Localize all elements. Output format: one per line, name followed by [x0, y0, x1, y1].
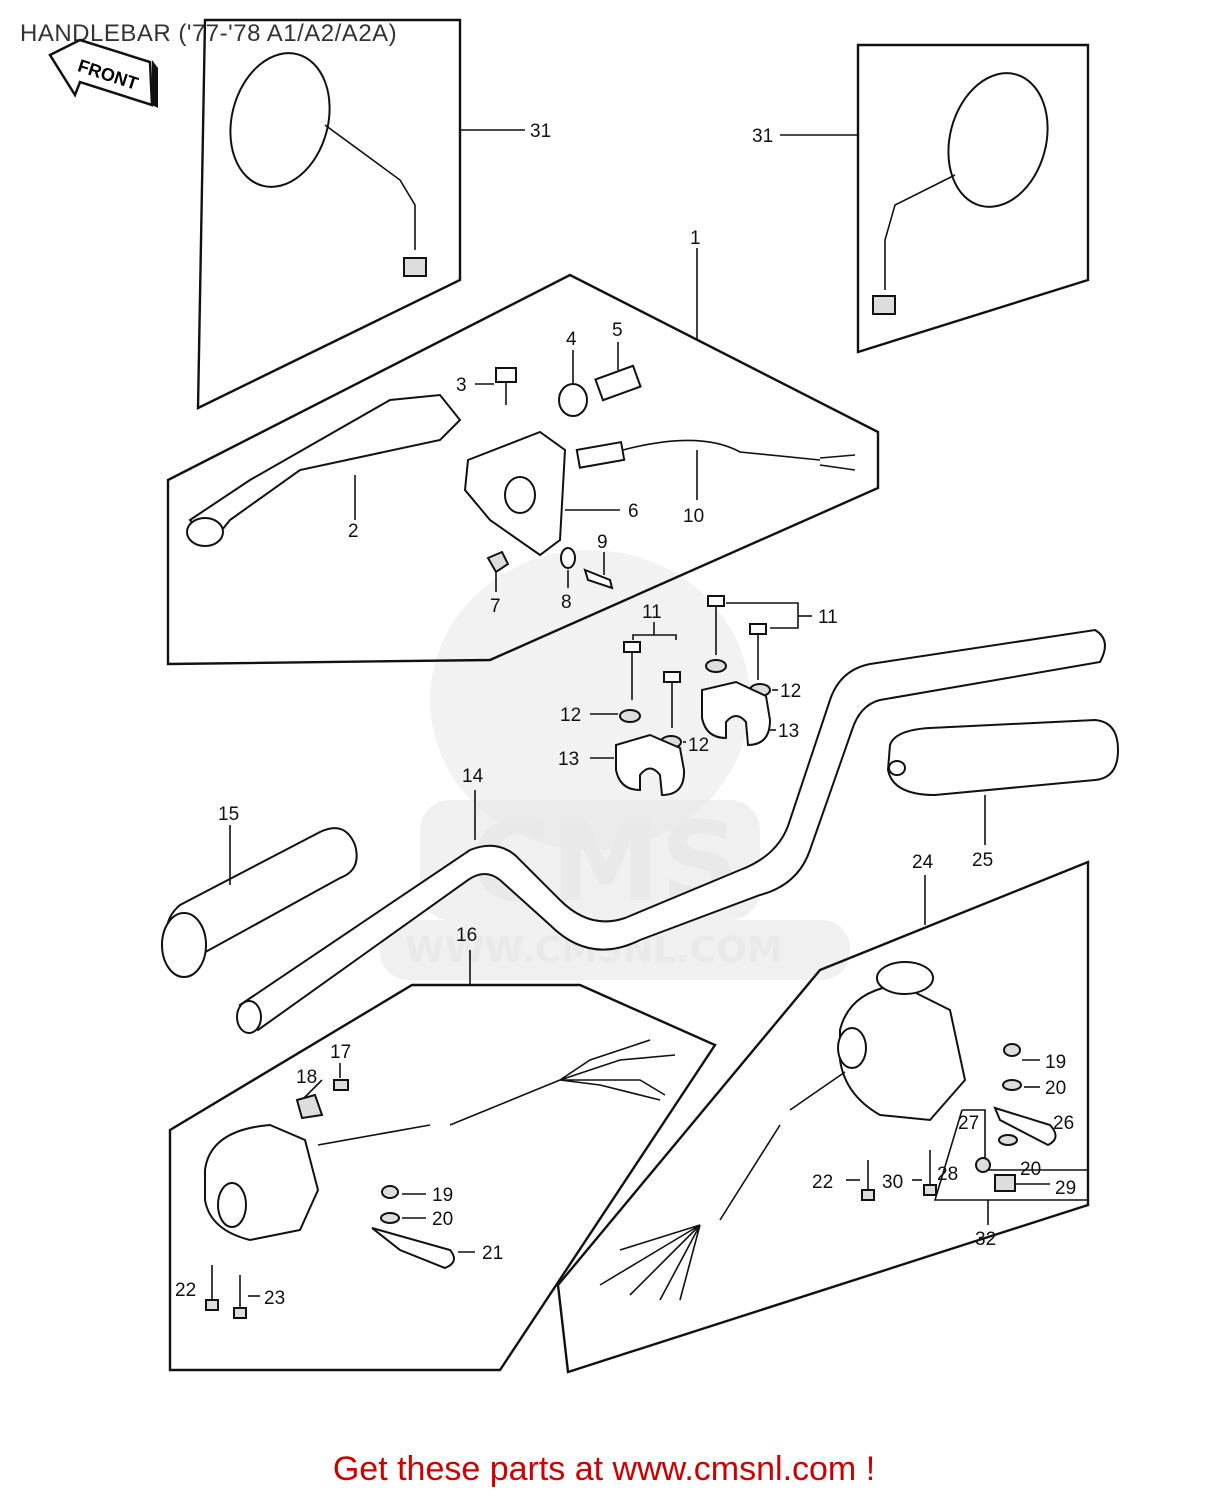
callout-25: 25	[972, 850, 993, 871]
callout-19b: 19	[1045, 1052, 1066, 1073]
callout-18: 18	[296, 1067, 317, 1088]
callout-30: 30	[882, 1172, 903, 1193]
clamp-bolt-3	[707, 595, 725, 607]
callout-14: 14	[462, 766, 484, 787]
screw-17	[333, 1079, 349, 1091]
callout-3: 3	[456, 375, 467, 396]
callout-7: 7	[490, 596, 501, 617]
callout-4: 4	[566, 329, 577, 350]
callout-12c: 12	[780, 681, 801, 702]
callout-23: 23	[264, 1288, 285, 1309]
part-29	[994, 1174, 1016, 1192]
callout-11b: 11	[818, 607, 838, 628]
callout-24: 24	[912, 852, 934, 873]
callout-19a: 19	[432, 1185, 453, 1206]
washer-20b	[1002, 1079, 1022, 1091]
callout-8: 8	[561, 592, 572, 613]
handlebar-holder-right	[701, 680, 772, 747]
clutch-lever	[188, 393, 462, 547]
clutch-switch	[575, 440, 626, 469]
right-switch-group: 24 19 20 26 20 27 28 29 30 22 32	[556, 852, 1090, 1374]
callout-31a: 31	[530, 121, 551, 142]
callout-13a: 13	[558, 749, 579, 770]
handlebar-holder-left	[615, 733, 686, 797]
callout-17: 17	[330, 1042, 351, 1063]
washer-12c	[705, 659, 727, 673]
mirror-right-glass	[947, 72, 1049, 208]
callout-29: 29	[1055, 1178, 1076, 1199]
callout-27: 27	[958, 1113, 979, 1134]
left-grip: 15	[161, 804, 358, 978]
callout-31b: 31	[752, 126, 773, 147]
callout-21: 21	[482, 1243, 503, 1264]
callout-2: 2	[348, 521, 359, 542]
callout-22a: 22	[175, 1280, 196, 1301]
lever-26	[993, 1106, 1057, 1147]
callout-13b: 13	[778, 721, 799, 742]
callout-1: 1	[690, 228, 701, 249]
mirror-left-glass	[229, 52, 331, 188]
callout-16: 16	[456, 925, 477, 946]
washer-8	[560, 547, 576, 569]
right-grip: 25	[886, 718, 1120, 871]
callout-28: 28	[937, 1164, 958, 1185]
callout-12b: 12	[688, 735, 709, 756]
callout-9: 9	[597, 532, 608, 553]
handlebar	[238, 628, 1106, 1032]
mirror-left-nut	[403, 257, 427, 277]
handlebar-group: 14	[236, 628, 1106, 1034]
mirror-right-group: 31	[752, 43, 1090, 354]
callout-20a: 20	[432, 1209, 453, 1230]
mirror-left-group: 31	[196, 18, 551, 410]
clamp-bolt-2	[663, 671, 681, 683]
callout-32: 32	[975, 1229, 996, 1250]
clamp-bolt-1	[623, 641, 641, 653]
choke-lever-21	[371, 1227, 455, 1270]
left-switch-group: 16 18 17 19 20 21 22 23	[168, 925, 717, 1372]
callout-10: 10	[683, 506, 704, 527]
callout-12a: 12	[560, 705, 581, 726]
lever-assembly-group: 1 2 3 4 5 6 10 7 8	[166, 228, 880, 666]
callout-11a: 11	[642, 602, 662, 623]
callout-5: 5	[612, 320, 623, 341]
callout-6: 6	[628, 501, 639, 522]
nut-7	[486, 550, 510, 574]
front-arrow: FRONT	[48, 38, 158, 108]
callout-22b: 22	[812, 1172, 833, 1193]
clamp-bolt-4	[749, 623, 767, 635]
washer-20c	[998, 1134, 1018, 1146]
clip-18	[295, 1093, 324, 1120]
callout-15: 15	[218, 804, 239, 825]
part-28	[975, 1157, 991, 1173]
cable-adjuster	[594, 364, 642, 402]
washer-20a	[380, 1212, 400, 1224]
locknut	[558, 383, 588, 417]
pivot-bolt	[495, 367, 517, 383]
mirror-right-nut	[872, 295, 896, 315]
bolt-9	[583, 568, 614, 590]
callout-20b: 20	[1045, 1078, 1066, 1099]
left-switch-housing	[204, 1123, 320, 1242]
callout-26: 26	[1053, 1113, 1074, 1134]
clamp-group: 11 11 12 12 12 13 13	[558, 595, 838, 797]
right-switch-housing	[839, 983, 967, 1122]
washer-12a	[619, 709, 641, 723]
screw-19b	[1003, 1043, 1021, 1057]
screw-19a	[381, 1185, 399, 1199]
footer-link[interactable]: Get these parts at www.cmsnl.com !	[332, 1450, 876, 1488]
